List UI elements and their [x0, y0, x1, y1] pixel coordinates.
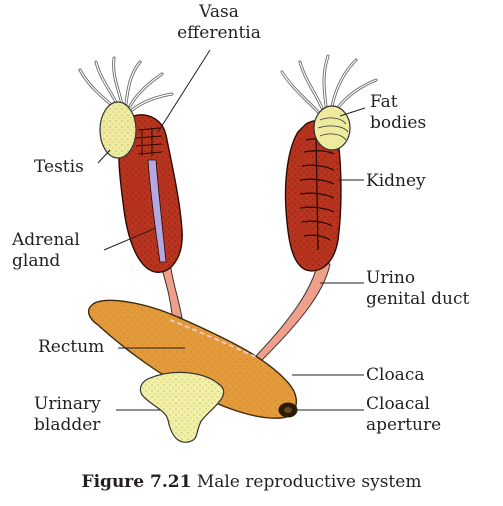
label-cloacal-aperture: Cloacal aperture [366, 394, 442, 435]
label-kidney: Kidney [366, 171, 426, 191]
label-testis: Testis [34, 157, 84, 177]
fat-body [313, 105, 351, 151]
fat-bodies-right [280, 54, 378, 114]
label-fat-bodies: Fat bodies [370, 92, 427, 133]
left-duct [159, 261, 183, 319]
caption-text: Male reproductive system [196, 472, 422, 492]
caption-figure-number: Figure 7.21 [81, 472, 192, 492]
adrenal-gland [147, 159, 167, 263]
leader-lines [97, 49, 366, 411]
figure-caption: Figure 7.21 Male reproductive system [0, 472, 503, 492]
label-vasa-efferentia: Vasa efferentia [177, 2, 261, 43]
urino-genital-duct [255, 261, 331, 361]
label-urino-genital-duct: Urino genital duct [366, 268, 470, 309]
label-urinary-bladder: Urinary bladder [34, 394, 101, 435]
vasa-efferentia-tubules [135, 127, 163, 156]
label-rectum: Rectum [38, 337, 105, 357]
label-cloaca: Cloaca [366, 365, 425, 385]
label-adrenal-gland: Adrenal gland [12, 230, 80, 271]
